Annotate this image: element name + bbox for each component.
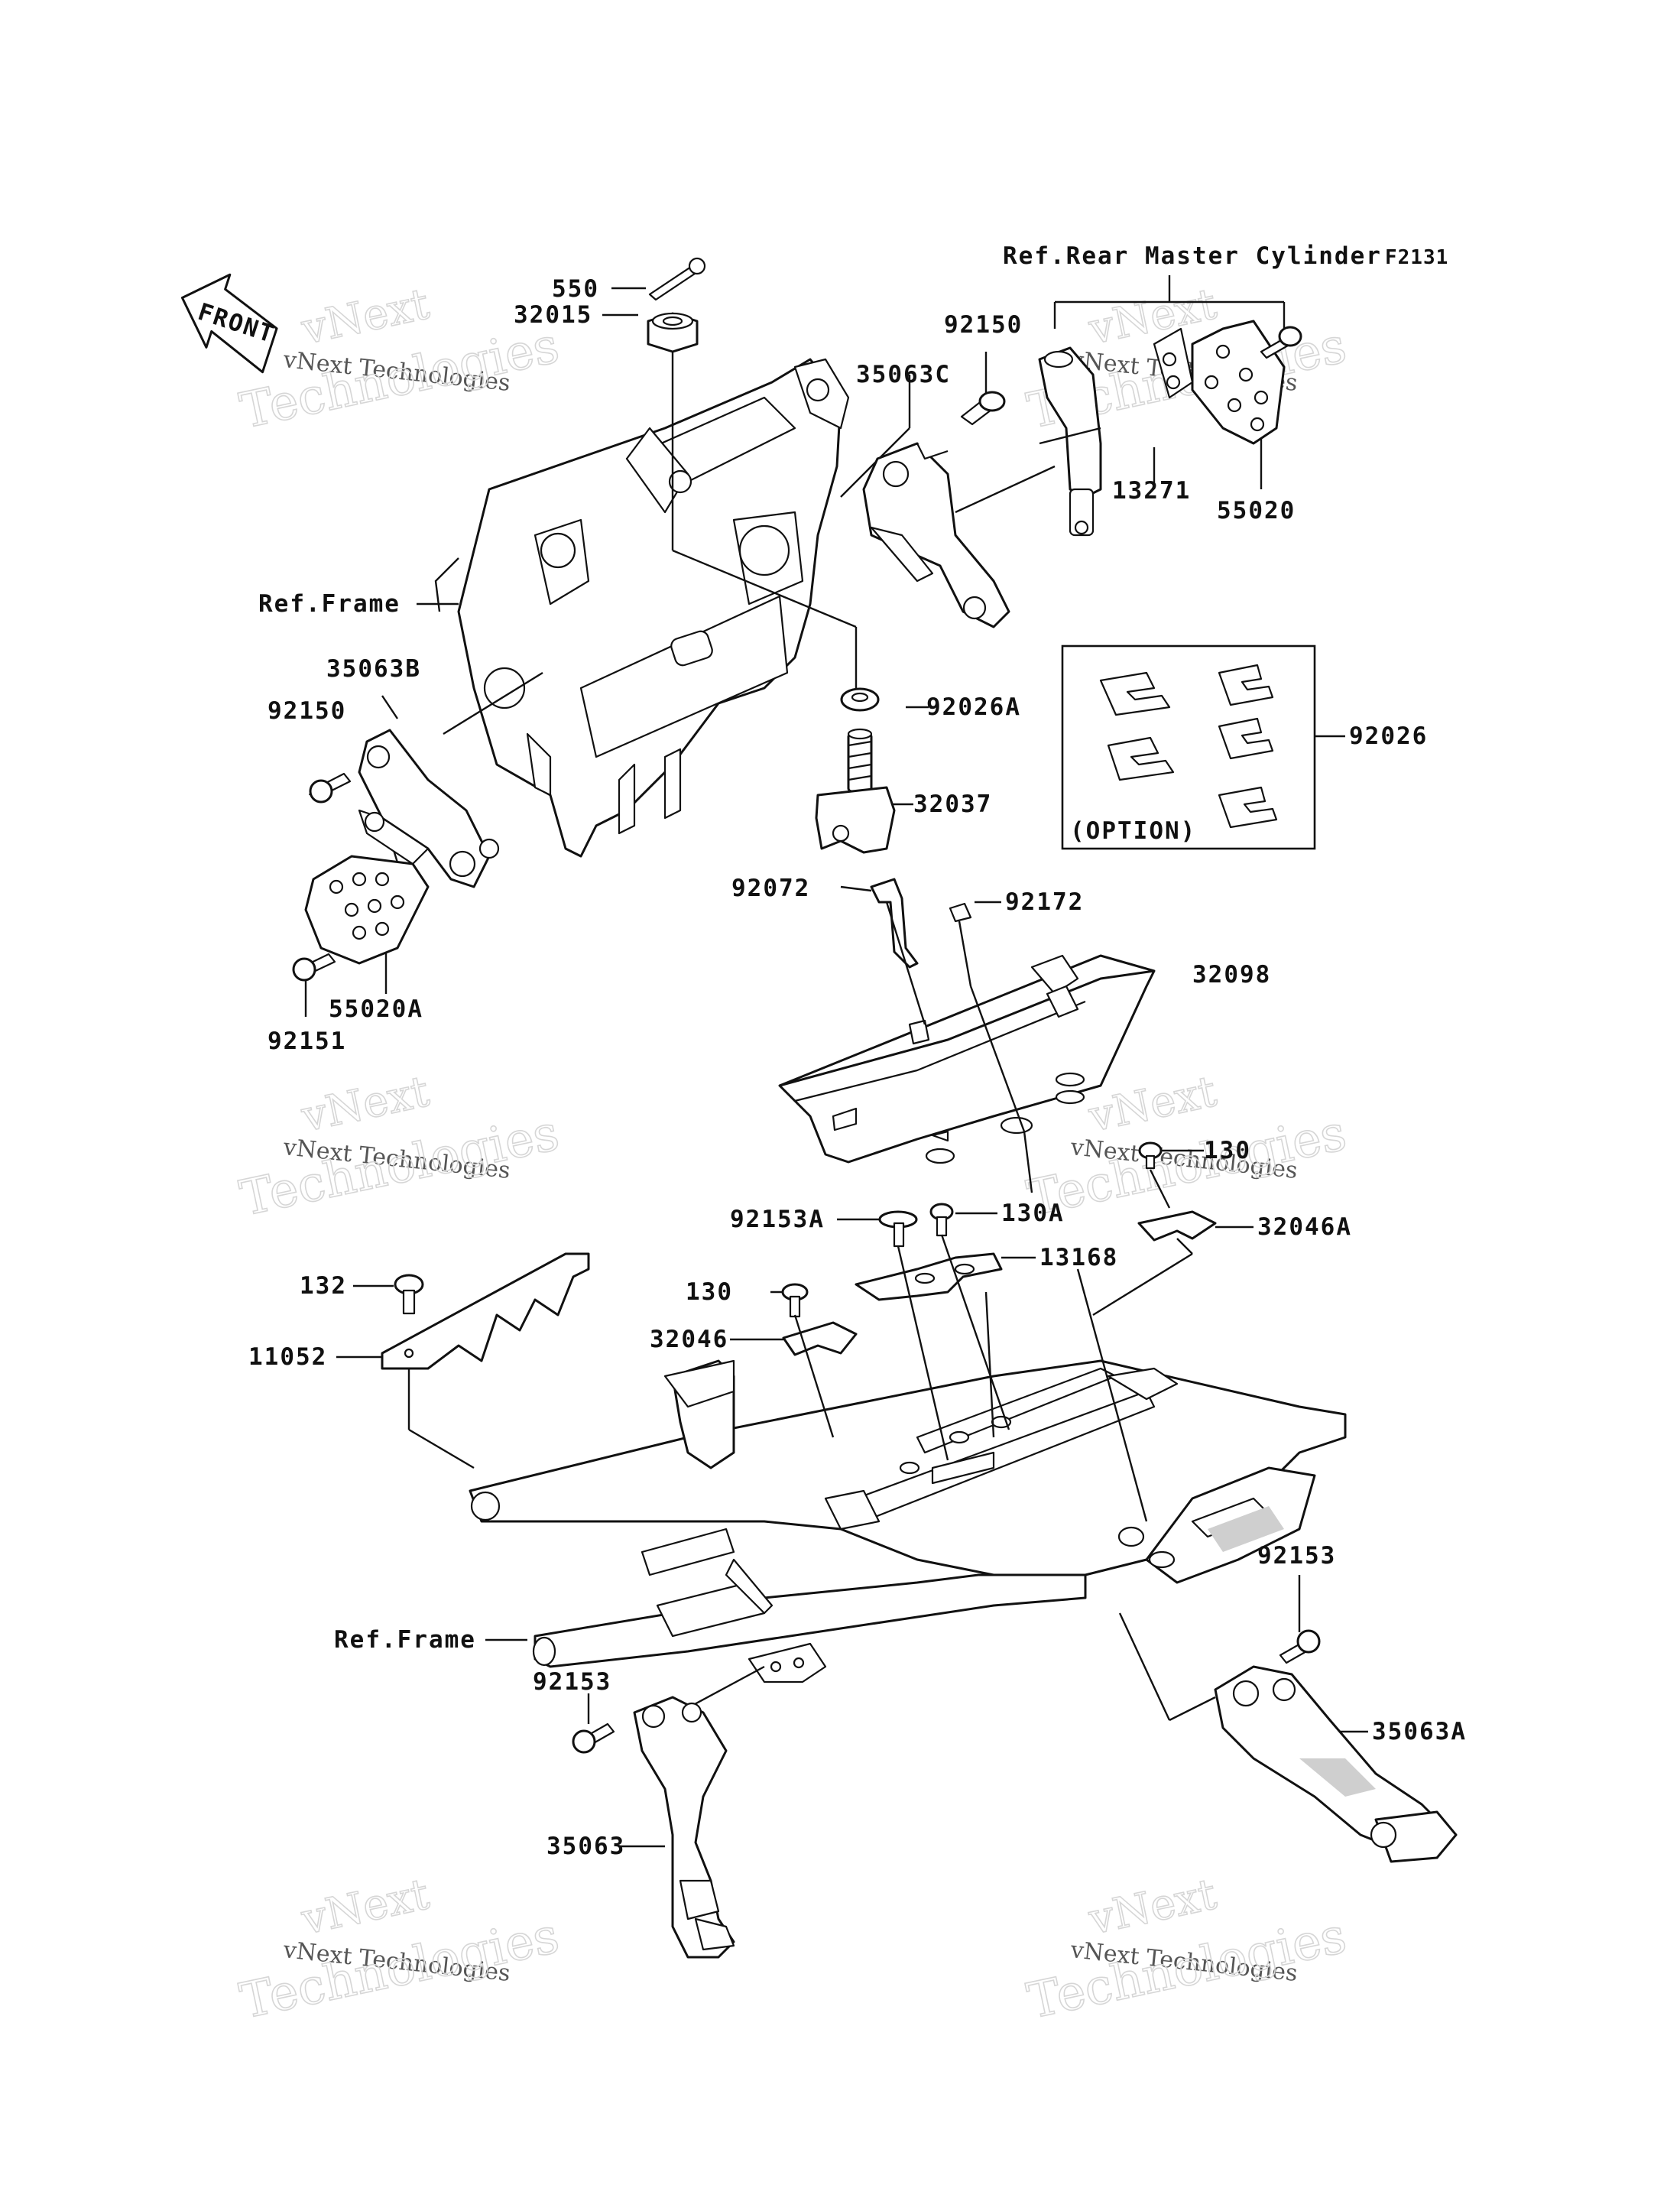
clip-32046a-icon — [1137, 1210, 1254, 1242]
washer-92026a-icon — [840, 687, 880, 712]
label-92153a: 92153A — [730, 1206, 825, 1233]
bracket-35063a-icon — [1214, 1665, 1458, 1863]
label-92150-left: 92150 — [268, 697, 346, 725]
bolt-92150-left-icon — [309, 772, 352, 804]
label-11052: 11052 — [248, 1343, 327, 1371]
watermark-mid-left: vNext vNext Technologies Technologies — [235, 1066, 564, 1228]
label-13271: 13271 — [1112, 477, 1191, 505]
label-92072: 92072 — [731, 875, 810, 902]
plate-13168-icon — [855, 1252, 1036, 1301]
label-35063b: 35063B — [326, 655, 421, 683]
clip-92172-icon — [949, 901, 1033, 1193]
svg-text:vNext: vNext — [297, 1869, 433, 1945]
svg-text:Technologies: Technologies — [1023, 1105, 1351, 1227]
leader-lines-upper — [304, 275, 1286, 1017]
bolt-130a-icon — [929, 1203, 997, 1237]
label-550: 550 — [552, 275, 599, 303]
pin-550-icon — [648, 257, 706, 301]
svg-text:vNext: vNext — [1084, 1869, 1221, 1945]
label-132: 132 — [300, 1272, 347, 1300]
label-35063c: 35063C — [856, 361, 951, 388]
label-130a: 130A — [1001, 1200, 1065, 1227]
label-32046a: 32046A — [1257, 1213, 1352, 1241]
label-92153-left: 92153 — [533, 1668, 611, 1696]
master-cylinder-13271-icon — [1038, 346, 1102, 537]
adjuster-32037-icon — [815, 728, 896, 854]
nut-32015-icon — [647, 312, 699, 353]
ref-frame-lower: Ref.Frame — [334, 1626, 476, 1654]
bolt-92153a-icon — [837, 1210, 918, 1248]
tray-32098-icon — [778, 954, 1156, 1164]
main-frame-upper-icon — [434, 358, 850, 858]
footplate-55020-icon — [1153, 320, 1286, 445]
watermark-bottom-left: vNext vNext Technologies Technologies — [235, 1868, 564, 2031]
bolt-130-right-icon — [1138, 1141, 1204, 1209]
bolt-92153-right-icon — [1279, 1629, 1321, 1664]
label-13168: 13168 — [1039, 1244, 1118, 1271]
strap-92072-icon — [840, 878, 930, 1045]
bolt-132-icon — [353, 1274, 424, 1315]
label-32037: 32037 — [913, 791, 992, 818]
label-55020: 55020 — [1217, 497, 1296, 524]
bolt-92153-left-icon — [572, 1722, 615, 1754]
bracket-35063b-icon — [358, 729, 500, 888]
label-92026: 92026 — [1349, 722, 1428, 750]
bracket-35063-icon — [633, 1696, 735, 1959]
bolt-top-right-icon — [1260, 326, 1302, 359]
bolt-92150-top-icon — [960, 391, 1006, 426]
label-130: 130 — [686, 1278, 733, 1306]
figure-code: F2131 — [1385, 246, 1448, 269]
bracket-11052-icon — [336, 1252, 590, 1469]
label-55020a: 55020A — [329, 995, 423, 1023]
subframe-lower-icon — [469, 1359, 1347, 1683]
label-92151: 92151 — [268, 1028, 346, 1055]
svg-text:Technologies: Technologies — [235, 1907, 564, 2030]
option-box: (OPTION) — [1061, 644, 1345, 850]
label-92150-top: 92150 — [944, 311, 1023, 339]
label-92172: 92172 — [1005, 888, 1084, 916]
label-32046: 32046 — [650, 1326, 728, 1353]
label-32098: 32098 — [1192, 961, 1271, 989]
bolt-130-mid-icon — [770, 1283, 809, 1318]
label-35063: 35063 — [546, 1833, 625, 1860]
svg-text:vNext: vNext — [297, 279, 433, 355]
footplate-55020a-icon — [304, 855, 430, 965]
watermark-bottom-right: vNext vNext Technologies Technologies — [1022, 1868, 1351, 2031]
label-92026a: 92026A — [926, 693, 1021, 721]
ref-frame-upper: Ref.Frame — [258, 590, 401, 618]
part-labels: 550 32015 92150 35063C 13271 55020 Ref.F… — [248, 275, 1467, 1860]
bolt-92151-icon — [292, 953, 336, 982]
clip-32046-icon — [730, 1321, 858, 1356]
option-label: (OPTION) — [1070, 817, 1196, 845]
leader-lines-lower — [485, 1234, 1368, 1848]
svg-text:Technologies: Technologies — [235, 317, 564, 440]
svg-text:Technologies: Technologies — [1023, 1907, 1351, 2030]
front-arrow-icon: FRONT — [180, 273, 278, 374]
label-35063a: 35063A — [1372, 1718, 1467, 1745]
label-32015: 32015 — [514, 301, 592, 329]
label-130-right: 130 — [1204, 1137, 1251, 1164]
label-92153-right: 92153 — [1257, 1542, 1336, 1570]
bracket-35063c-icon — [862, 442, 1010, 628]
svg-text:vNext: vNext — [297, 1067, 433, 1142]
svg-text:Technologies: Technologies — [235, 1105, 564, 1227]
ref-rear-master-cylinder-label: Ref.Rear Master Cylinder — [1003, 242, 1382, 270]
